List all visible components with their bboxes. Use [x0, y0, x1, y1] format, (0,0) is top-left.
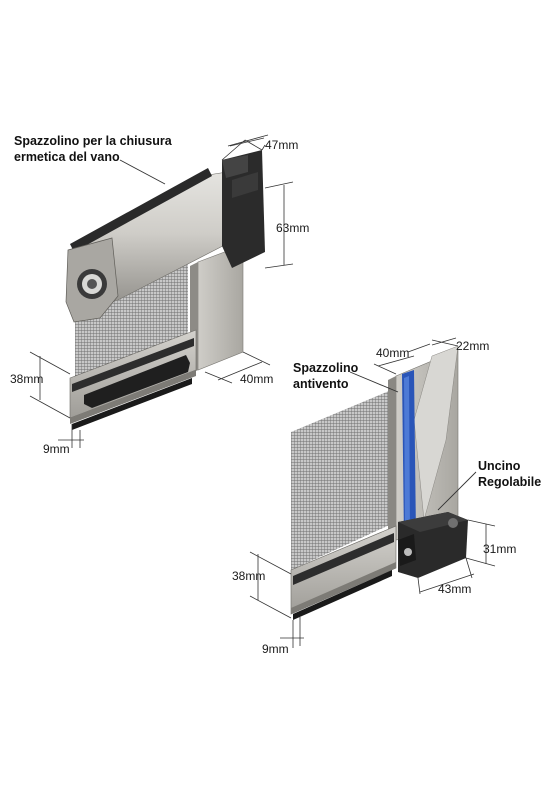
- bottom-brush-lower: [293, 570, 392, 620]
- dim-22mm: 22mm: [431, 337, 489, 353]
- side-guide-figure: Spazzolino antivento Uncino Regolabile 4…: [232, 337, 541, 656]
- dim-40mm-bottom: 40mm: [373, 343, 431, 375]
- label-9mm-bottom: 9mm: [262, 642, 289, 656]
- dim-9mm-top: 9mm: [43, 424, 84, 456]
- label-31mm: 31mm: [483, 542, 516, 556]
- label-22mm: 22mm: [456, 339, 489, 353]
- callout-windproof-line1: Spazzolino: [293, 361, 359, 375]
- callout-brush-line2: ermetica del vano: [14, 150, 120, 164]
- label-43mm: 43mm: [438, 582, 471, 596]
- dim-63mm: 63mm: [264, 181, 309, 269]
- callout-windproof-line2: antivento: [293, 377, 349, 391]
- mesh-screen-bottom: [291, 388, 396, 570]
- label-40mm-bottom: 40mm: [376, 346, 409, 360]
- callout-brush-leader: [119, 159, 166, 185]
- adjustable-hook: [398, 512, 468, 578]
- label-63mm: 63mm: [276, 221, 309, 235]
- label-38mm-bottom: 38mm: [232, 569, 265, 583]
- dim-38mm-top: 38mm: [10, 351, 71, 419]
- callout-hook-leader: [437, 471, 477, 511]
- dim-40mm-top: 40mm: [204, 351, 273, 386]
- callout-windproof-leader: [349, 371, 399, 393]
- label-9mm-top: 9mm: [43, 442, 70, 456]
- bottom-brush: [72, 378, 192, 430]
- dim-47mm: 47mm: [221, 134, 298, 161]
- callout-hook-line1: Uncino: [478, 459, 521, 473]
- callout-hook-line2: Regolabile: [478, 475, 541, 489]
- dim-43mm: 43mm: [417, 557, 475, 596]
- label-40mm-top: 40mm: [240, 372, 273, 386]
- pull-handle: [84, 355, 190, 408]
- roller-profile-end: [65, 237, 119, 323]
- dim-31mm: 31mm: [465, 519, 516, 567]
- label-47mm: 47mm: [265, 138, 298, 152]
- label-38mm-top: 38mm: [10, 372, 43, 386]
- dim-9mm-bottom: 9mm: [262, 617, 304, 656]
- callout-brush-line1: Spazzolino per la chiusura: [14, 134, 173, 148]
- roller-box-figure: Spazzolino per la chiusura ermetica del …: [10, 134, 309, 456]
- mesh-screen: [75, 260, 188, 378]
- dim-38mm-bottom: 38mm: [232, 551, 292, 619]
